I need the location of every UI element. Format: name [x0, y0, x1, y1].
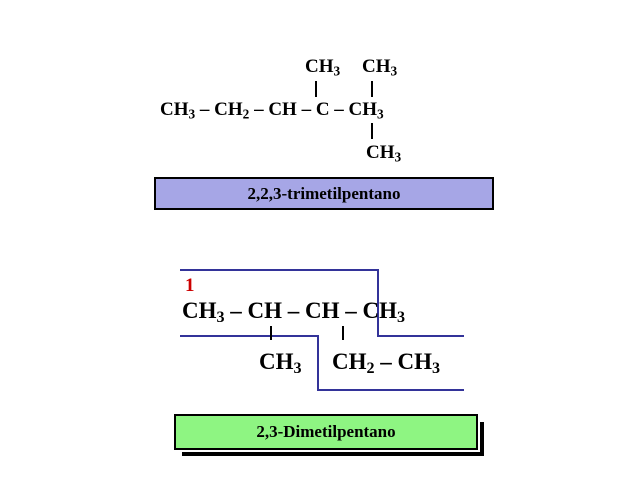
- methyl-bottom: CH3: [366, 142, 402, 165]
- carbon-number-1: 1: [185, 275, 195, 296]
- bond-vertical-1: [315, 81, 317, 97]
- methyl-branch: CH3: [259, 349, 302, 378]
- methyl-top-left: CH3: [305, 56, 341, 79]
- name-label-2: 2,3-Dimetilpentano: [174, 414, 484, 456]
- methyl-top-right: CH3: [362, 56, 398, 79]
- bond-vertical-4: [270, 326, 272, 340]
- main-chain-2: CH3 – CH – CH – CH3: [182, 298, 406, 327]
- ethyl-branch: CH2 – CH3: [332, 349, 441, 378]
- main-chain-1: CH3 – CH2 – CH – C – CH3: [160, 99, 384, 122]
- bond-vertical-2: [371, 81, 373, 97]
- bond-vertical-3: [371, 123, 373, 139]
- chain-line-lower: [180, 335, 464, 391]
- bond-vertical-5: [342, 326, 344, 340]
- chain-line-upper: [180, 269, 464, 337]
- name-label-1: 2,2,3-trimetilpentano: [154, 177, 494, 210]
